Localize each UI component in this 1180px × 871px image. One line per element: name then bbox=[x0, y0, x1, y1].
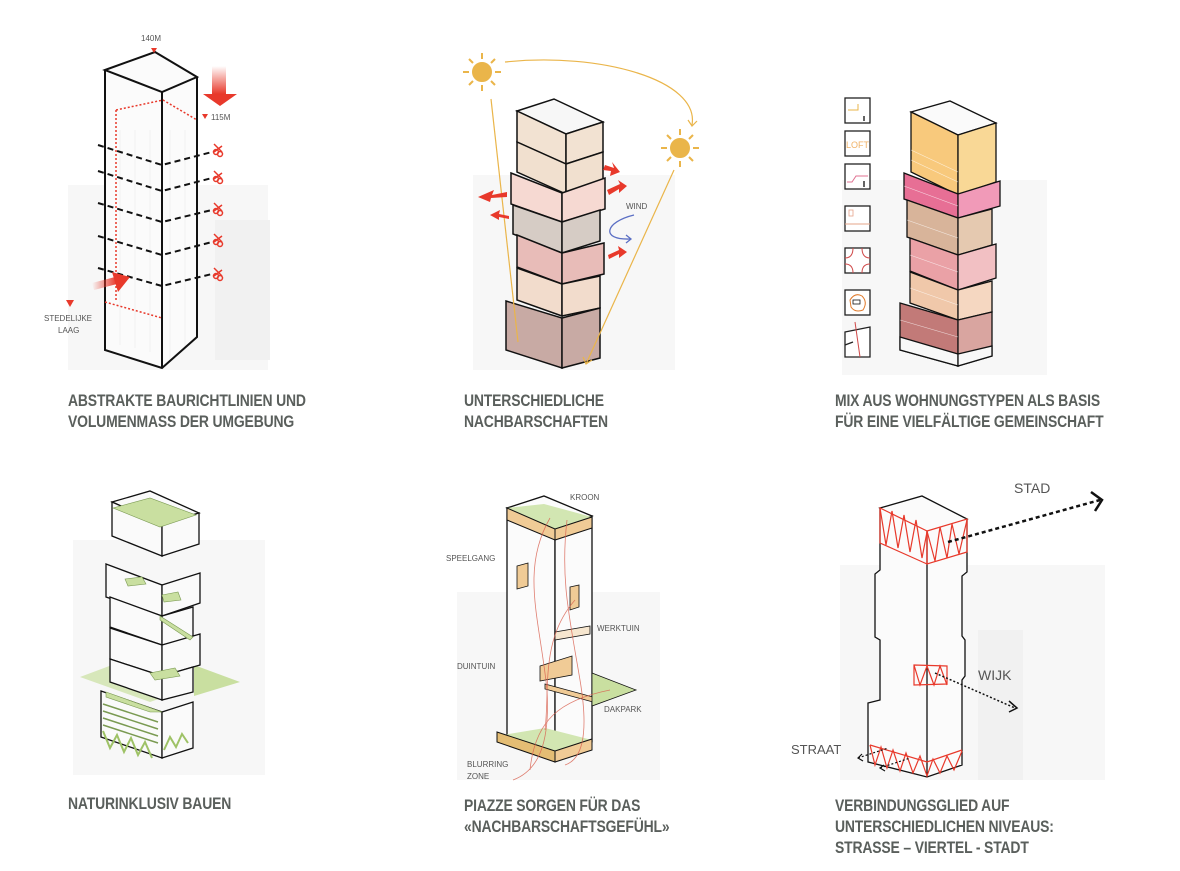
caption-nature-inclusive: NATURINKLUSIV BAUEN bbox=[68, 793, 231, 814]
tower-blocks bbox=[505, 98, 606, 370]
tower-blocks bbox=[867, 495, 969, 778]
caption-line: NACHBARSCHAFTEN bbox=[464, 412, 608, 431]
caption-line: STRASSE – VIERTEL - STADT bbox=[835, 838, 1029, 857]
max-volume-outline bbox=[115, 99, 198, 121]
sun-path bbox=[490, 59, 698, 365]
tower-diagram-neighbourhoods: WIND bbox=[463, 53, 699, 370]
caption-line: UNTERSCHIEDLICHE bbox=[464, 391, 604, 410]
caption-abstract-guidelines: ABSTRAKTE BAURICHTLINIEN UND VOLUMENMASS… bbox=[68, 390, 306, 432]
tower-diagram-nature bbox=[73, 490, 265, 775]
tower-diagram-guidelines: 140M 115M STEDELIJKE LAAG bbox=[44, 34, 270, 370]
label-zone: ZONE bbox=[467, 772, 489, 781]
neighbourhood-truss bbox=[913, 664, 948, 687]
caption-housing-mix: MIX AUS WOHNUNGSTYPEN ALS BASIS FÜR EINE… bbox=[835, 390, 1104, 432]
panel-different-neighbourhoods: WIND UNTERSCHIEDLICHE NACHBARSCHAFTEN bbox=[400, 0, 800, 440]
green-roofs bbox=[105, 497, 197, 713]
label-115m: 115M bbox=[211, 113, 231, 122]
height-reduction-arrow bbox=[203, 66, 237, 106]
caption-piazzas: PIAZZE SORGEN FÜR DAS «NACHBARSCHAFTSGEF… bbox=[464, 795, 670, 837]
label-140m: 140M bbox=[141, 34, 161, 43]
marker-street-layer bbox=[66, 300, 74, 307]
panel-abstract-guidelines: 140M 115M STEDELIJKE LAAG ABSTRAKTE BAUR… bbox=[0, 0, 400, 440]
tower-diagram-piazzas: KROON SPEELGANG WERKTUIN DUINTUIN DAKPAR… bbox=[446, 493, 660, 781]
label-stad: STAD bbox=[1014, 480, 1050, 496]
green-trusses bbox=[102, 730, 189, 759]
marker-115m bbox=[202, 114, 208, 119]
label-straat: STRAAT bbox=[791, 742, 841, 757]
caption-line: FÜR EINE VIELFÄLTIGE GEMEINSCHAFT bbox=[835, 412, 1104, 431]
corner-unit-icon bbox=[844, 247, 871, 274]
label-wijk: WIJK bbox=[978, 667, 1012, 683]
flexible-unit-icon bbox=[844, 289, 871, 316]
caption-line: MIX AUS WOHNUNGSTYPEN ALS BASIS bbox=[835, 391, 1100, 410]
label-laag: LAAG bbox=[58, 326, 79, 335]
sun-icon bbox=[661, 129, 699, 167]
base-truss bbox=[869, 744, 963, 778]
scissors-icons bbox=[212, 143, 224, 282]
green-terraces bbox=[102, 703, 159, 744]
label-wind: WIND bbox=[626, 202, 648, 211]
tower-diagram-housing-mix: LOFT bbox=[842, 97, 1047, 375]
label-werktuin: WERKTUIN bbox=[597, 624, 640, 633]
movement-paths bbox=[512, 517, 611, 781]
tower-diagram-connecting: STAD WIJK STRAAT bbox=[791, 480, 1105, 780]
caption-connecting-levels: VERBINDUNGSGLIED AUF UNTERSCHIEDLICHEN N… bbox=[835, 795, 1054, 858]
penthouse-icon bbox=[844, 321, 871, 358]
caption-line: «NACHBARSCHAFTSGEFÜHL» bbox=[464, 817, 670, 836]
caption-line: VERBINDUNGSGLIED AUF bbox=[835, 796, 1010, 815]
tower-blocks bbox=[100, 490, 201, 759]
street-arrows bbox=[857, 747, 911, 769]
label-duintuin: DUINTUIN bbox=[457, 662, 495, 671]
street-layer-arrow bbox=[92, 272, 130, 292]
housing-type-legend: LOFT bbox=[844, 97, 871, 358]
panel-housing-mix: LOFT bbox=[800, 0, 1180, 440]
marker-140m bbox=[151, 48, 157, 53]
split-level-icon bbox=[844, 163, 871, 190]
label-stedelijke: STEDELIJKE bbox=[44, 314, 92, 323]
caption-line: VOLUMENMASS DER UMGEBUNG bbox=[68, 412, 295, 431]
maisonette-icon bbox=[844, 97, 871, 124]
panel-piazzas: KROON SPEELGANG WERKTUIN DUINTUIN DAKPAR… bbox=[400, 440, 800, 871]
caption-line: ABSTRAKTE BAURICHTLINIEN UND bbox=[68, 391, 306, 410]
caption-different-neighbourhoods: UNTERSCHIEDLICHE NACHBARSCHAFTEN bbox=[464, 390, 608, 432]
studio-icon bbox=[844, 205, 871, 232]
cut-lines bbox=[97, 144, 213, 288]
sun-icon bbox=[463, 53, 501, 91]
neighbourhood-arrow bbox=[934, 672, 1016, 709]
view-arrows bbox=[478, 162, 627, 259]
panel-nature-inclusive: NATURINKLUSIV BAUEN bbox=[0, 440, 400, 871]
crown-truss bbox=[879, 507, 968, 565]
caption-line: UNTERSCHIEDLICHEN NIVEAUS: bbox=[835, 817, 1054, 836]
label-speelgang: SPEELGANG bbox=[446, 554, 495, 563]
tower-blocks bbox=[899, 100, 1001, 367]
label-kroon: KROON bbox=[570, 493, 600, 502]
panel-connecting-levels: STAD WIJK STRAAT VERBINDUNGSGLIED AUF UN… bbox=[780, 440, 1180, 871]
caption-line: NATURINKLUSIV BAUEN bbox=[68, 794, 232, 813]
city-arrow bbox=[947, 498, 1101, 544]
label-loft: LOFT bbox=[846, 140, 870, 150]
loft-icon: LOFT bbox=[844, 130, 871, 157]
label-dakpark: DAKPARK bbox=[604, 705, 642, 714]
intermediate-piazzas bbox=[516, 562, 638, 707]
wind-arrow bbox=[609, 214, 635, 240]
caption-line: PIAZZE SORGEN FÜR DAS bbox=[464, 796, 641, 815]
label-blurring: BLURRING bbox=[467, 760, 508, 769]
